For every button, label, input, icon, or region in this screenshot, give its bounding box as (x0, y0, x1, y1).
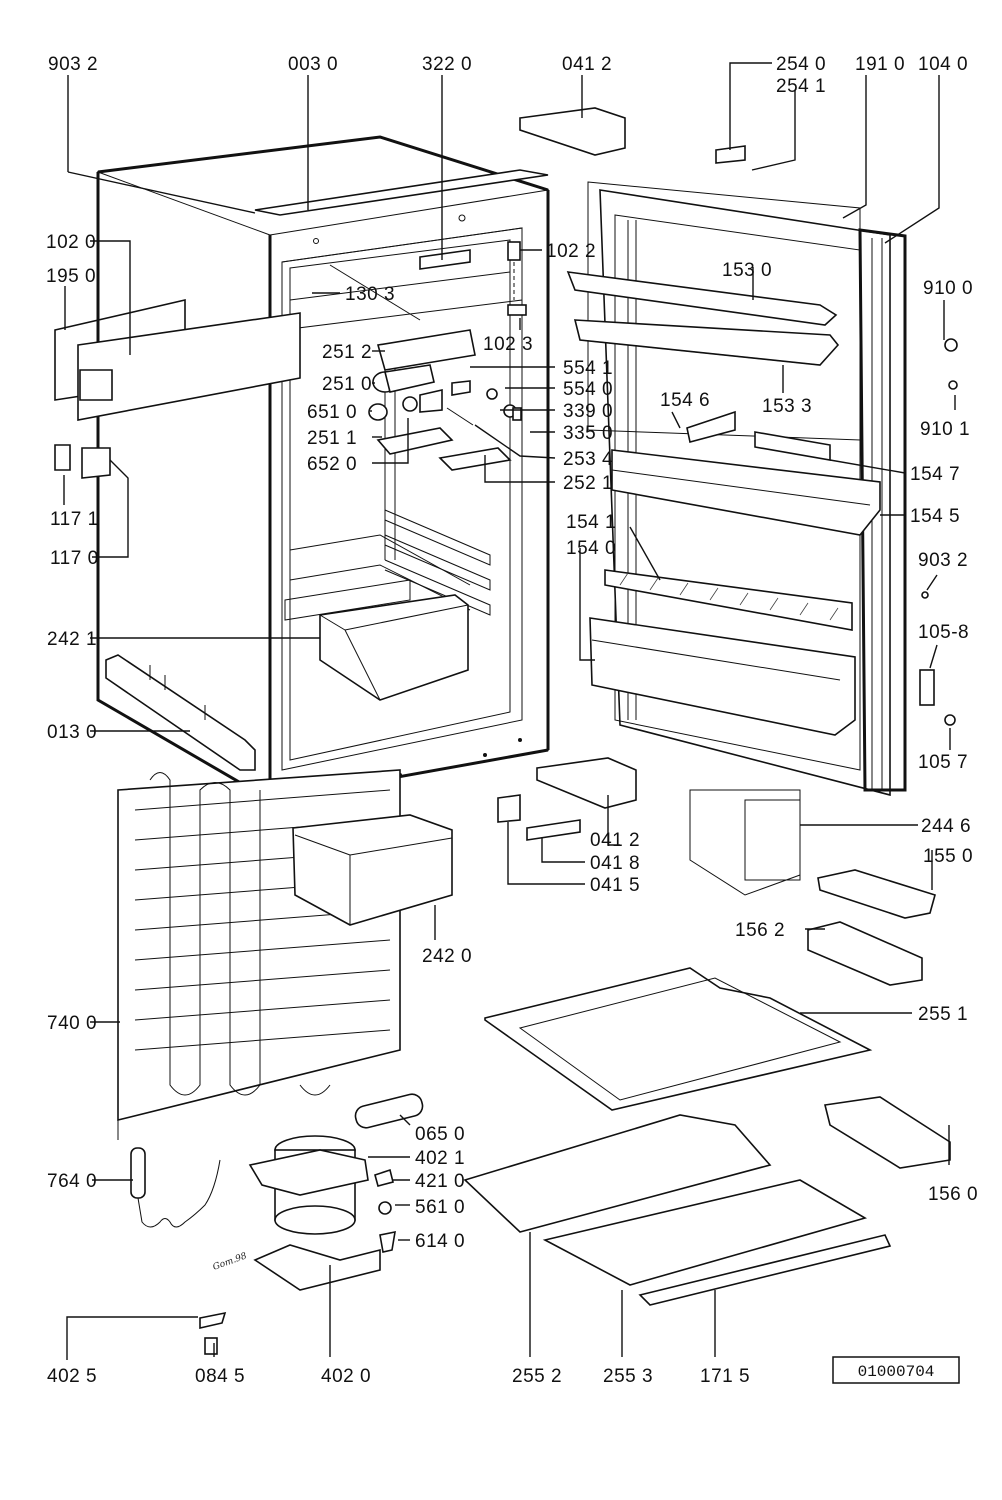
leader-lines (63, 62, 956, 1360)
condenser-coil (117, 769, 453, 1140)
label-155-0: 155 0 (923, 846, 973, 867)
crisper-drawer-inner (284, 579, 469, 701)
label-117-0: 117 0 (50, 548, 99, 569)
label-242-0: 242 0 (422, 946, 472, 967)
label-554-0: 554 0 (563, 379, 613, 400)
label-013-0: 013 0 (47, 722, 97, 743)
label-561-0: 561 0 (415, 1197, 465, 1218)
label-041-2-top: 041 2 (562, 54, 612, 75)
part-labels: 903 2 003 0 322 0 041 2 254 0 254 1 191 … (46, 54, 978, 1387)
label-102-2: 102 2 (546, 241, 596, 262)
label-764-0: 764 0 (47, 1171, 97, 1192)
label-130-3: 130 3 (345, 284, 395, 305)
label-614-0: 614 0 (415, 1231, 465, 1252)
label-154-7: 154 7 (910, 464, 960, 485)
label-105-8: 105-8 (918, 622, 969, 643)
label-156-2: 156 2 (735, 920, 785, 941)
control-components (368, 241, 527, 471)
label-065-0: 065 0 (415, 1124, 465, 1145)
vent-strip (105, 654, 256, 771)
label-156-0: 156 0 (928, 1184, 978, 1205)
door-assembly (566, 145, 958, 797)
label-910-1: 910 1 (920, 419, 970, 440)
label-104-0: 104 0 (918, 54, 968, 75)
signature: Gom.98 (212, 1251, 249, 1273)
label-153-3: 153 3 (762, 396, 812, 417)
accessories (463, 107, 951, 1306)
label-102-3: 102 3 (483, 334, 533, 355)
label-255-3: 255 3 (603, 1366, 653, 1387)
label-651-0: 651 0 (307, 402, 357, 423)
label-244-6: 244 6 (921, 816, 971, 837)
label-003-0: 003 0 (288, 54, 338, 75)
label-154-1: 154 1 (566, 512, 616, 533)
label-910-0: 910 0 (923, 278, 973, 299)
label-254-0: 254 0 (776, 54, 826, 75)
label-084-5: 084 5 (195, 1366, 245, 1387)
reference-number-box: 01000704 (832, 1356, 960, 1384)
label-402-1: 402 1 (415, 1148, 465, 1169)
label-195-0: 195 0 (46, 266, 96, 287)
label-041-5: 041 5 (590, 875, 640, 896)
label-253-4: 253 4 (563, 449, 613, 470)
label-153-0: 153 0 (722, 260, 772, 281)
label-105-7: 105 7 (918, 752, 968, 773)
label-251-2: 251 2 (322, 342, 372, 363)
label-154-5: 154 5 (910, 506, 960, 527)
reference-number: 01000704 (858, 1363, 935, 1381)
label-251-1: 251 1 (307, 428, 357, 449)
label-041-8: 041 8 (590, 853, 640, 874)
label-421-0: 421 0 (415, 1171, 465, 1192)
label-171-5: 171 5 (700, 1366, 750, 1387)
label-903-2-right: 903 2 (918, 550, 968, 571)
label-335-0: 335 0 (563, 423, 613, 444)
label-255-1: 255 1 (918, 1004, 968, 1025)
label-191-0: 191 0 (855, 54, 905, 75)
label-252-1: 252 1 (563, 473, 613, 494)
label-154-6: 154 6 (660, 390, 710, 411)
door-handle-assembly (54, 298, 301, 479)
label-652-0: 652 0 (307, 454, 357, 475)
label-251-0: 251 0 (322, 374, 372, 395)
bar-hatching (619, 572, 839, 621)
label-740-0: 740 0 (47, 1013, 97, 1034)
label-402-5: 402 5 (47, 1366, 97, 1387)
label-154-0: 154 0 (566, 538, 616, 559)
label-041-2-mid: 041 2 (590, 830, 640, 851)
label-102-0: 102 0 (46, 232, 96, 253)
label-903-2-top: 903 2 (48, 54, 98, 75)
label-554-1: 554 1 (563, 358, 613, 379)
label-322-0: 322 0 (422, 54, 472, 75)
label-402-0: 402 0 (321, 1366, 371, 1387)
label-117-1: 117 1 (50, 509, 99, 530)
label-339-0: 339 0 (563, 401, 613, 422)
label-255-2: 255 2 (512, 1366, 562, 1387)
label-242-1: 242 1 (47, 629, 97, 650)
label-254-1: 254 1 (776, 76, 826, 97)
compressor-assembly: Gom.98 (130, 1093, 424, 1355)
